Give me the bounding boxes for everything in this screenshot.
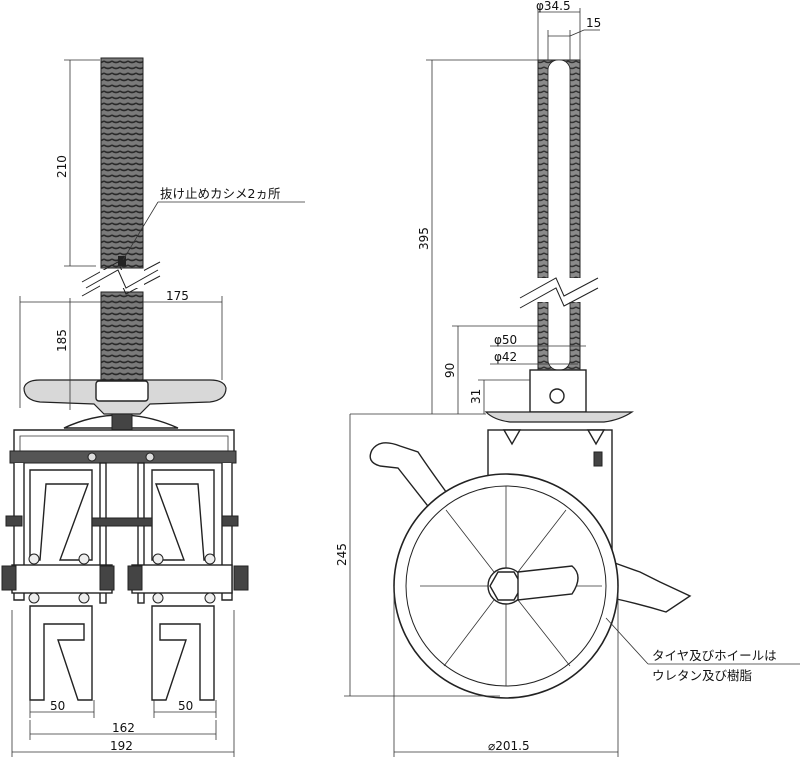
dim-90: 90	[443, 363, 457, 378]
crimp-mark	[118, 256, 126, 266]
dim-phi-42: φ42	[494, 350, 517, 364]
crimp-note: 抜け止めカシメ2ヵ所	[160, 186, 280, 201]
screw-shaft-upper	[100, 57, 144, 269]
right-wheel-bracket	[151, 469, 215, 561]
screw-shaft-lower	[100, 291, 144, 385]
dim-phi-34-5: φ34.5	[536, 0, 571, 13]
side-view: φ34.5 15 395 90 φ50 φ42 31 245 ⌀201.5 タイ…	[335, 0, 800, 757]
dim-185: 185	[55, 329, 69, 352]
handle-nut	[95, 380, 149, 402]
dim-210: 210	[55, 155, 69, 178]
left-wheel	[29, 605, 93, 701]
wheel-note-line2: ウレタン及び樹脂	[652, 668, 752, 683]
right-wheel	[151, 605, 215, 701]
dim-phi-50: φ50	[494, 333, 517, 347]
cross-bar	[9, 450, 237, 464]
left-wheel-bracket	[29, 469, 93, 561]
dim-245: 245	[335, 543, 349, 566]
dim-15: 15	[586, 16, 601, 30]
dim-31: 31	[469, 389, 483, 404]
wheel-note-line1: タイヤ及びホイールは	[652, 648, 777, 663]
dim-175: 175	[166, 289, 189, 303]
dim-192: 192	[110, 739, 133, 753]
front-view: 210 175 185 50 50 162 192 抜け止めカシメ2ヵ所	[1, 57, 305, 757]
dim-50-left: 50	[50, 699, 65, 713]
dim-162: 162	[112, 721, 135, 735]
dim-395: 395	[417, 227, 431, 250]
dim-50-right: 50	[178, 699, 193, 713]
top-frame	[13, 429, 235, 452]
dim-phi-201-5: ⌀201.5	[488, 739, 530, 753]
